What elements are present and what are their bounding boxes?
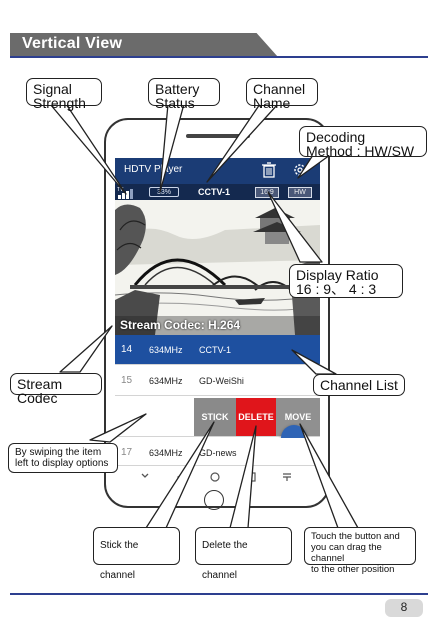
stick-button[interactable]: STICK bbox=[194, 398, 236, 436]
callout-line: By swiping the item bbox=[15, 447, 102, 458]
callout-line: Decoding bbox=[306, 129, 366, 145]
callout-battery-status: Battery Status bbox=[148, 78, 220, 110]
callout-signal-strength: Signal Strength bbox=[26, 78, 102, 110]
channel-title: GD-news bbox=[199, 448, 237, 458]
callout-decoding-method: Decoding Method : HW/SW bbox=[299, 126, 427, 159]
page-number-badge bbox=[385, 599, 423, 617]
stream-codec-label: Stream Codec: H.264 bbox=[120, 318, 241, 332]
recents-icon[interactable] bbox=[246, 472, 256, 482]
channel-number: 14 bbox=[121, 344, 133, 355]
channel-title: GD-WeiShi bbox=[199, 376, 244, 386]
callout-channel-name: Channel Name bbox=[246, 78, 318, 110]
callout-line: Channel bbox=[253, 81, 306, 97]
callout-delete: Delete the channel bbox=[195, 527, 292, 581]
channel-row[interactable]: 15 634MHz GD-WeiShi bbox=[115, 366, 320, 396]
callout-line: Display Ratio bbox=[296, 267, 379, 283]
footer-rule bbox=[10, 593, 428, 595]
tv-label: TV bbox=[117, 187, 124, 193]
trash-icon[interactable] bbox=[262, 162, 276, 178]
home-icon[interactable] bbox=[210, 472, 220, 482]
callout-move: Touch the button and you can drag the ch… bbox=[304, 527, 416, 575]
callout-line: Signal bbox=[33, 81, 72, 97]
callout-swipe: By swiping the item left to display opti… bbox=[8, 443, 118, 473]
speaker-slot bbox=[186, 134, 250, 138]
callout-line: Name bbox=[253, 95, 291, 111]
callout-line: you can drag the channel bbox=[311, 542, 382, 564]
callout-stream-codec: Stream Codec bbox=[10, 373, 102, 405]
callout-line: Method : HW/SW bbox=[306, 143, 415, 159]
callout-line: Touch the button and bbox=[311, 531, 400, 542]
channel-row-selected[interactable]: 14 634MHz CCTV-1 bbox=[115, 335, 320, 365]
callout-channel-list: Channel List bbox=[313, 374, 405, 396]
page-number: 8 bbox=[400, 600, 408, 614]
channel-frequency: 634MHz bbox=[149, 448, 183, 458]
phone-home-button[interactable] bbox=[204, 490, 224, 510]
channel-number: 17 bbox=[121, 447, 133, 458]
channel-name: CCTV-1 bbox=[198, 187, 231, 197]
menu-icon[interactable] bbox=[282, 472, 292, 482]
channel-number: 15 bbox=[121, 375, 133, 386]
header-rule bbox=[10, 56, 428, 58]
channel-row[interactable]: 17 634MHz GD-news bbox=[115, 438, 320, 466]
section-title: Vertical View bbox=[22, 35, 123, 52]
signal-strength-icon: TV bbox=[117, 187, 133, 199]
back-icon[interactable] bbox=[176, 472, 186, 482]
callout-line: left to display options bbox=[15, 458, 109, 469]
gear-icon[interactable] bbox=[292, 162, 308, 178]
channel-title: CCTV-1 bbox=[199, 345, 232, 355]
app-title: HDTV Player bbox=[124, 164, 183, 175]
codec-overlay-bar bbox=[115, 316, 320, 335]
section-banner bbox=[10, 33, 278, 57]
callout-line: Strength bbox=[33, 95, 86, 111]
callout-line: Status bbox=[155, 95, 195, 111]
battery-status: 33% bbox=[149, 187, 179, 197]
delete-button[interactable]: DELETE bbox=[236, 398, 276, 436]
callout-stick: Stick the channel bbox=[93, 527, 180, 581]
chevron-down-icon[interactable] bbox=[140, 472, 150, 480]
display-ratio-button[interactable]: 16:9 bbox=[255, 187, 279, 198]
callout-line: to the other position bbox=[311, 564, 395, 575]
callout-display-ratio: Display Ratio 16 : 9、 4 : 3 bbox=[289, 264, 403, 298]
decoding-method-button[interactable]: HW bbox=[288, 187, 312, 198]
channel-frequency: 634MHz bbox=[149, 376, 183, 386]
channel-frequency: 634MHz bbox=[149, 345, 183, 355]
callout-line: 16 : 9、 4 : 3 bbox=[296, 281, 377, 297]
callout-line: Battery bbox=[155, 81, 200, 97]
